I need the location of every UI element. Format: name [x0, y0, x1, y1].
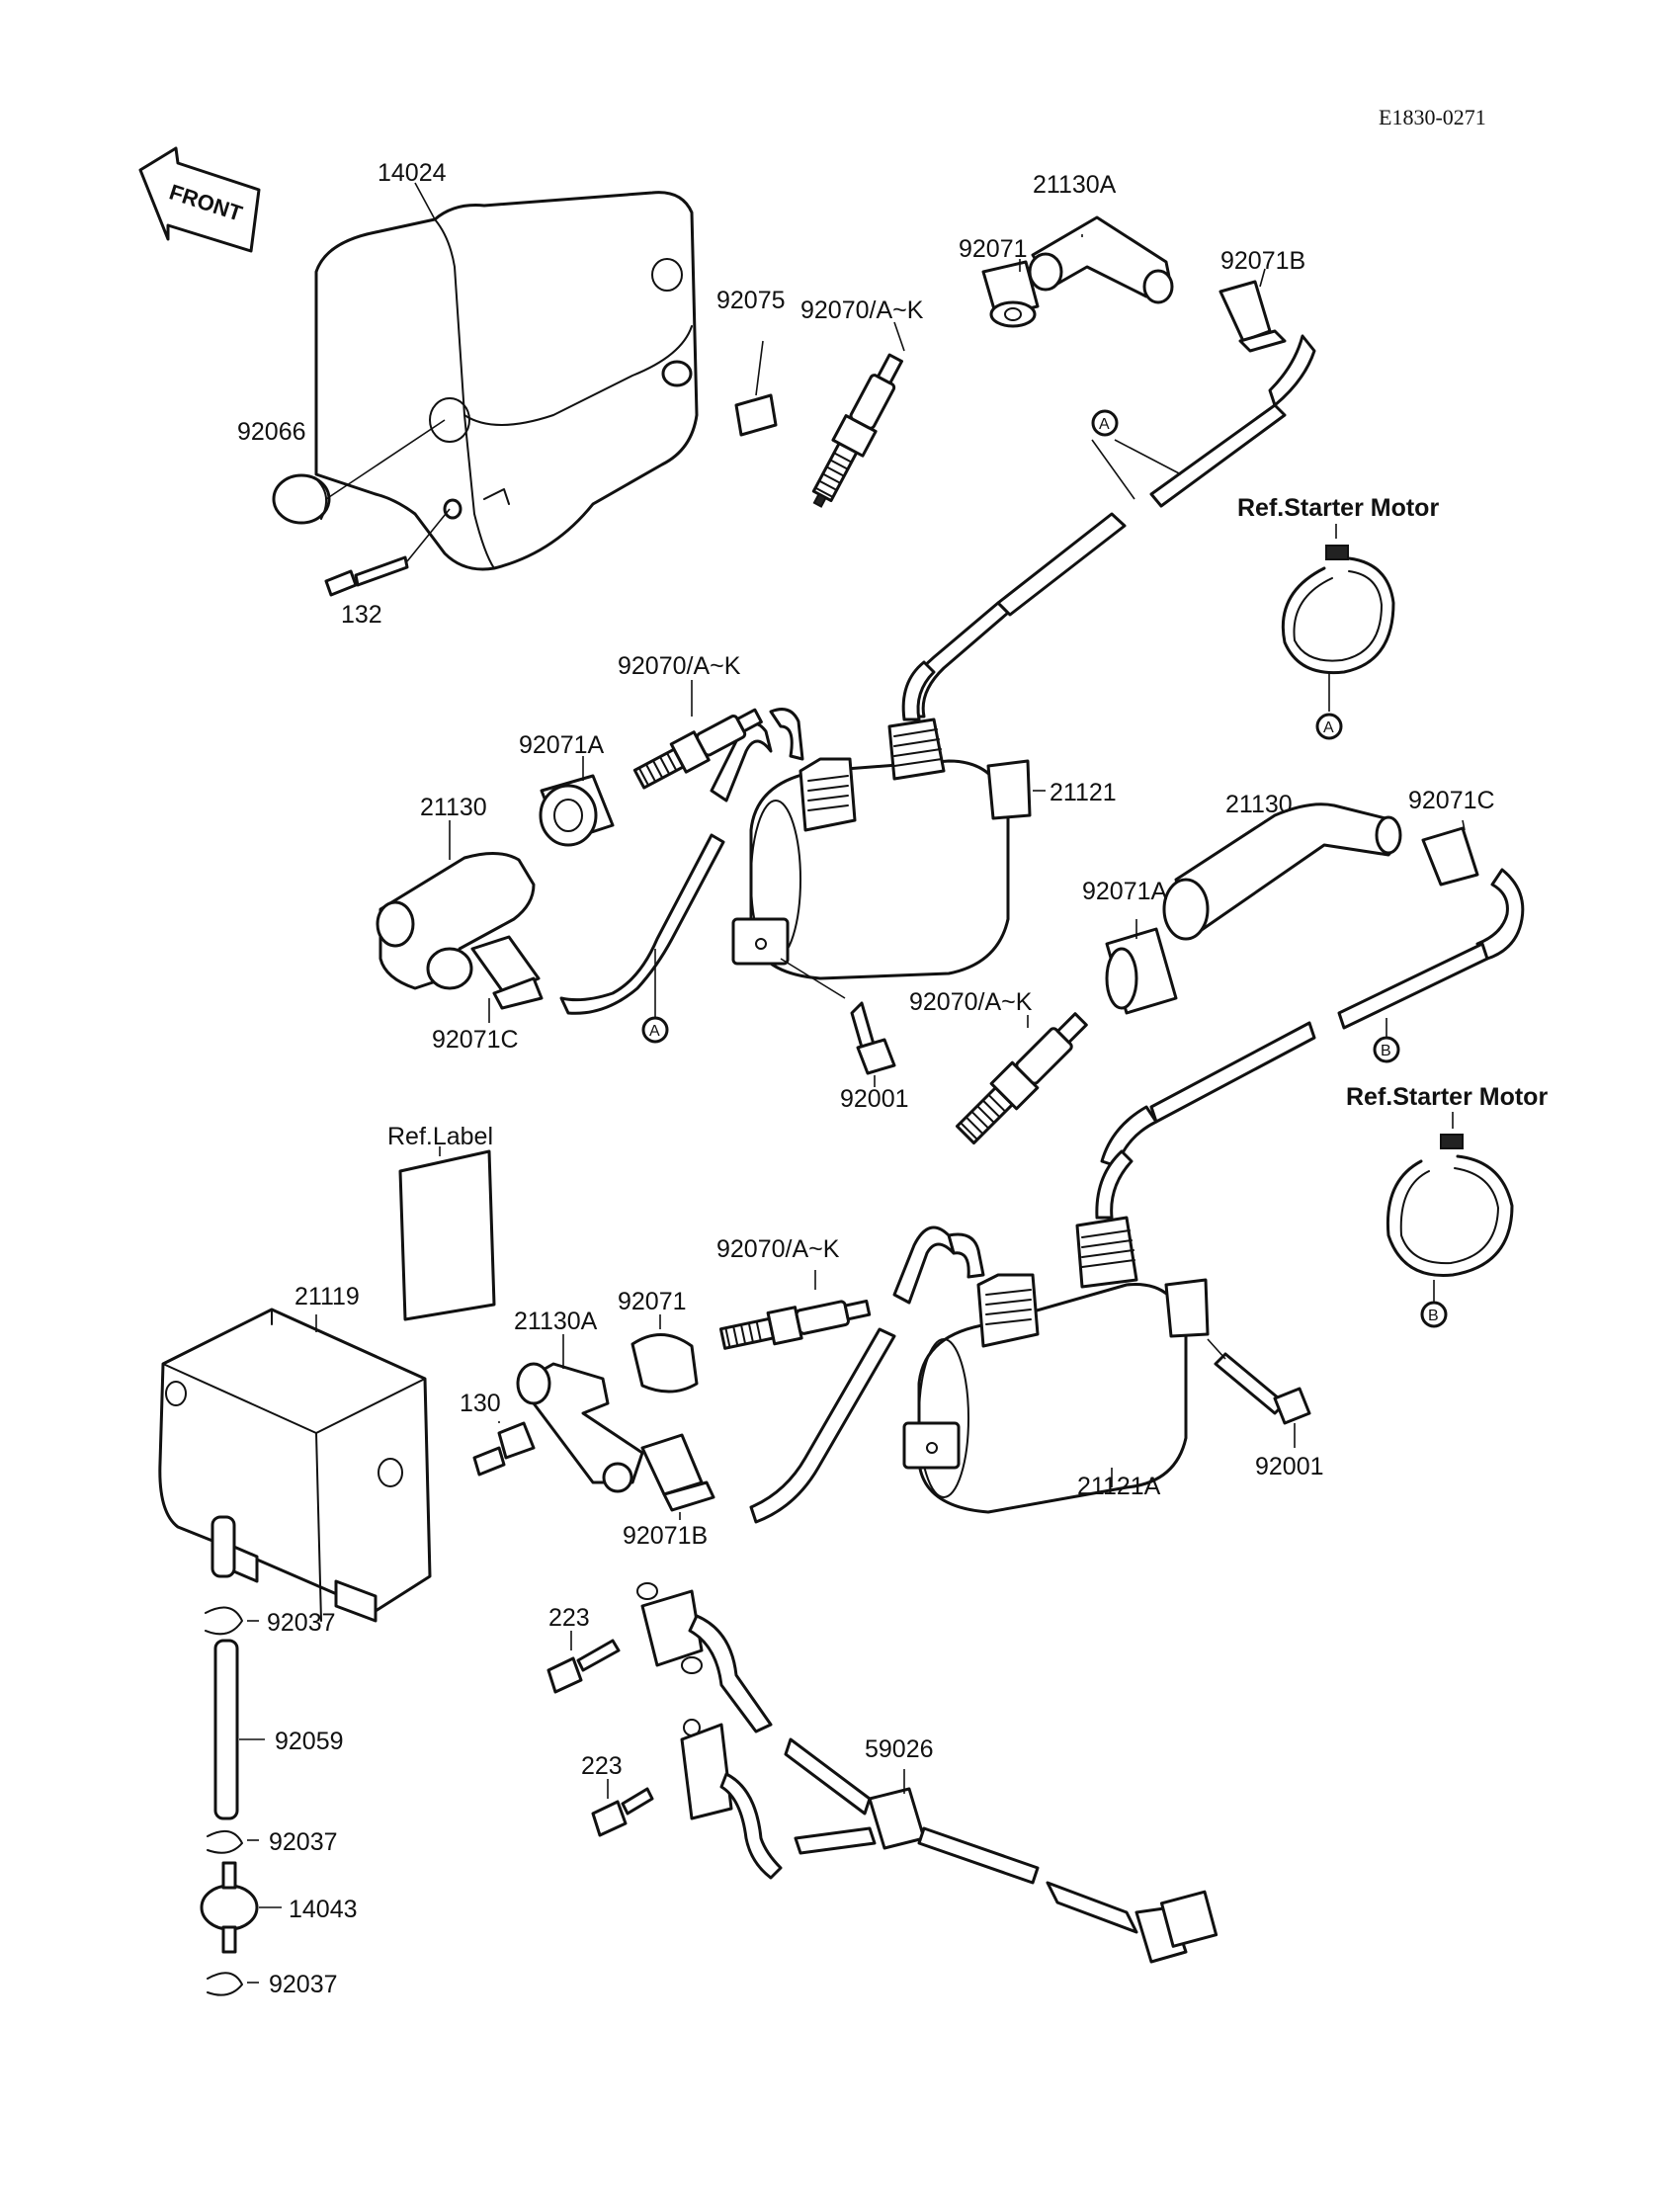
ignition-cover	[314, 191, 699, 571]
part-label-p21130_1: 21130	[420, 794, 487, 821]
part-label-p132: 132	[341, 601, 382, 629]
part-label-p92037_3: 92037	[269, 1971, 338, 1998]
part-label-p21121A: 21121A	[1077, 1473, 1161, 1500]
hv-lead-4	[749, 1225, 956, 1524]
bolt-132	[324, 508, 451, 597]
part-label-pRefStarter2: Ref.Starter Motor	[1346, 1083, 1548, 1111]
part-label-p21119: 21119	[294, 1283, 360, 1310]
hv-lead-1	[906, 334, 1316, 718]
bolt-223-2	[591, 1779, 654, 1837]
callout-b-1: B	[1373, 1036, 1400, 1063]
plug-cap-21130A-1	[1028, 215, 1174, 304]
boot-92071A-1	[539, 756, 615, 847]
drawing-code: E1830-0271	[1379, 105, 1486, 129]
part-label-p92071_2: 92071	[618, 1288, 687, 1315]
svg-text:B: B	[1428, 1308, 1439, 1324]
part-label-p21121: 21121	[1050, 779, 1117, 806]
part-label-p59026: 59026	[865, 1735, 934, 1763]
igniter-unit	[158, 1308, 432, 1623]
part-label-pRefLabel: Ref.Label	[387, 1123, 493, 1150]
part-label-pRefStarter1: Ref.Starter Motor	[1237, 494, 1439, 522]
callout-a-2: A	[1315, 713, 1343, 740]
grommet-92075	[734, 340, 778, 437]
vacuum-tube-stack	[200, 1515, 282, 1996]
spark-plug-4	[718, 1300, 872, 1350]
spark-plug-1	[811, 353, 903, 508]
wiring-harness-59026	[636, 1582, 1218, 1964]
cover-plug	[272, 419, 446, 525]
part-label-p92071A_1: 92071A	[519, 731, 605, 759]
part-label-p92075: 92075	[716, 287, 786, 314]
boot-92071A-2	[1105, 919, 1178, 1015]
plug-cap-21130-2	[1162, 803, 1402, 941]
part-label-p92071B_2: 92071B	[623, 1522, 708, 1550]
part-label-p223_1: 223	[548, 1604, 590, 1632]
part-label-p21130A_2: 21130A	[514, 1308, 598, 1335]
svg-text:A: A	[1323, 719, 1334, 736]
starter-ring-2	[1386, 1112, 1514, 1303]
bolt-130	[472, 1421, 536, 1477]
part-label-p14024: 14024	[378, 159, 447, 187]
svg-text:A: A	[649, 1023, 660, 1040]
part-label-p92059: 92059	[275, 1728, 344, 1755]
part-label-p92071_1: 92071	[959, 235, 1028, 263]
bolt-223-1	[546, 1631, 621, 1694]
bolt-92001-1	[850, 1001, 896, 1087]
callout-a-3: A	[641, 1016, 669, 1044]
ignition-coil-21121	[731, 660, 1046, 999]
part-label-p92071A_2: 92071A	[1082, 878, 1168, 905]
part-label-p92070_3: 92070/A~K	[909, 988, 1033, 1016]
ref-label-sticker	[398, 1146, 496, 1321]
part-label-p92070_2: 92070/A~K	[618, 652, 741, 680]
hv-lead-3	[1100, 868, 1525, 1168]
spark-plug-3	[955, 1012, 1088, 1145]
part-label-p223_2: 223	[581, 1752, 623, 1780]
starter-ring-1	[1281, 524, 1395, 712]
front-direction-arrow: FRONT	[138, 146, 261, 253]
svg-text:A: A	[1099, 416, 1110, 433]
spark-plug-2	[632, 708, 763, 790]
callout-b-2: B	[1420, 1301, 1448, 1328]
boot-92071-1	[981, 259, 1040, 328]
part-label-p21130A_1: 21130A	[1033, 171, 1117, 199]
boot-92071B-1	[1218, 268, 1287, 353]
plug-cap-21130A-2	[516, 1334, 644, 1493]
part-label-p92071B_1: 92071B	[1220, 247, 1305, 275]
part-label-p92070_4: 92070/A~K	[716, 1235, 840, 1263]
bolt-92001-2	[1207, 1338, 1311, 1448]
part-label-p92070_1: 92070/A~K	[800, 296, 924, 324]
part-label-p92071C_2: 92071C	[1408, 787, 1495, 814]
part-label-p92037_2: 92037	[269, 1828, 338, 1856]
part-label-p92001_1: 92001	[840, 1085, 909, 1113]
svg-text:B: B	[1381, 1043, 1391, 1059]
part-label-p92071C_1: 92071C	[432, 1026, 519, 1054]
ignition-coil-21121A	[902, 1149, 1210, 1514]
boot-92071-2	[630, 1314, 699, 1394]
part-label-p92037_1: 92037	[267, 1609, 336, 1637]
part-label-p92001_2: 92001	[1255, 1453, 1324, 1480]
boot-92071B-2	[640, 1433, 715, 1520]
part-label-p14043: 14043	[289, 1896, 358, 1923]
part-label-p92066: 92066	[237, 418, 306, 446]
boot-92071C-2	[1421, 819, 1479, 887]
part-label-p21130_2: 21130	[1225, 791, 1293, 818]
boot-92071C-1	[470, 935, 544, 1023]
plug-cap-21130-1	[376, 820, 536, 990]
callout-a-1: A	[1091, 409, 1119, 437]
part-label-p130: 130	[460, 1390, 501, 1417]
